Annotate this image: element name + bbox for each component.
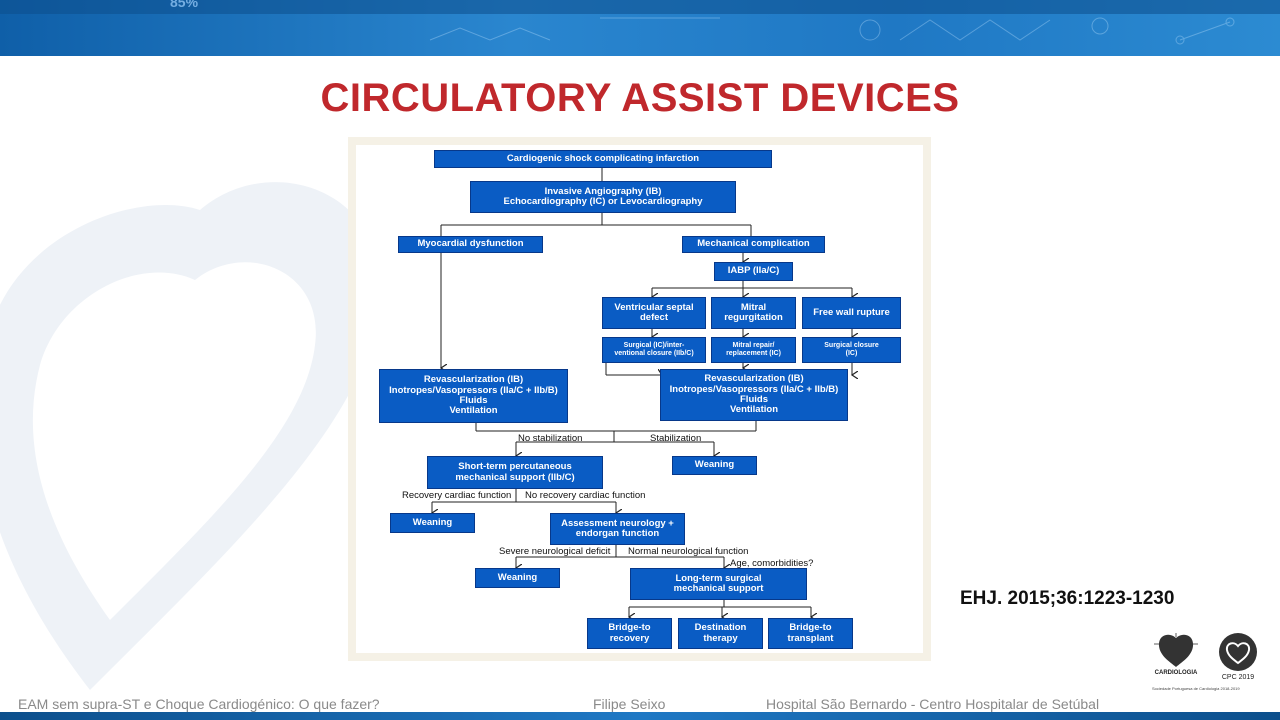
slide-title: CIRCULATORY ASSIST DEVICES <box>320 76 960 120</box>
box-iabp: IABP (IIa/C) <box>714 262 793 281</box>
box-revascularization-left: Revascularization (IB) Inotropes/Vasopre… <box>379 369 568 423</box>
label-normal-neuro: Normal neurological function <box>628 546 749 557</box>
box-mitral-regurgitation: Mitral regurgitation <box>711 297 796 329</box>
box-weaning-stabilization: Weaning <box>672 456 757 475</box>
molecule-decoration <box>429 17 1235 45</box>
header-bar: 85% <box>0 0 1280 56</box>
box-short-term-support: Short-term percutaneous mechanical suppo… <box>427 456 603 489</box>
box-weaning-recovery: Weaning <box>390 513 475 533</box>
connector-lines <box>356 168 923 653</box>
box-ventricular-septal-defect: Ventricular septal defect <box>602 297 706 329</box>
box-myocardial-dysfunction: Myocardial dysfunction <box>398 236 543 253</box>
box-cardiogenic-shock: Cardiogenic shock complicating infarctio… <box>434 150 772 168</box>
flowchart-figure: Cardiogenic shock complicating infarctio… <box>348 137 931 661</box>
footer-left-text: EAM sem supra-ST e Choque Cardiogénico: … <box>18 696 380 712</box>
box-revascularization-right: Revascularization (IB) Inotropes/Vasopre… <box>660 369 848 421</box>
reference-citation: EHJ. 2015;36:1223-1230 <box>960 588 1175 609</box>
box-weaning-neuro: Weaning <box>475 568 560 588</box>
label-no-stabilization: No stabilization <box>518 433 583 444</box>
logo-caption: Sociedade Portuguesa de Cardiologia 2018… <box>1152 686 1240 691</box>
box-assessment: Assessment neurology + endorgan function <box>550 513 685 545</box>
footer-hospital: Hospital São Bernardo - Centro Hospitala… <box>766 696 1100 712</box>
footer-bar <box>0 712 1280 720</box>
cpc-logo: CPC 2019 <box>1212 632 1264 681</box>
cpc-logo-label: CPC 2019 <box>1221 674 1255 681</box>
box-free-wall-closure: Surgical closure (IC) <box>802 337 901 363</box>
box-angiography: Invasive Angiography (IB) Echocardiograp… <box>470 181 736 213</box>
header-fragment: 85% <box>170 0 199 10</box>
box-vsd-closure: Surgical (IC)/inter- ventional closure (… <box>602 337 706 363</box>
box-long-term-support: Long-term surgical mechanical support <box>630 568 807 600</box>
label-stabilization: Stabilization <box>650 433 702 444</box>
box-mitral-repair: Mitral repair/ replacement (IC) <box>711 337 796 363</box>
label-severe-neuro: Severe neurological deficit <box>499 546 611 557</box>
box-destination-therapy: Destination therapy <box>678 618 763 649</box>
footer-author: Filipe Seixo <box>593 696 666 712</box>
spc-logo-name: CARDIOLOGIA <box>1154 670 1198 676</box>
box-free-wall-rupture: Free wall rupture <box>802 297 901 329</box>
spc-heart-icon <box>1154 633 1198 667</box>
label-recovery-cardiac: Recovery cardiac function <box>402 490 512 501</box>
heart-background-icon <box>0 182 381 690</box>
header-stripe <box>0 0 1280 14</box>
label-no-recovery-cardiac: No recovery cardiac function <box>525 490 646 501</box>
flowchart-canvas: Cardiogenic shock complicating infarctio… <box>356 145 923 653</box>
cpc-heart-icon <box>1219 633 1257 671</box>
label-age-comorbidities: Age, comorbidities? <box>730 558 814 569</box>
spc-logo: CARDIOLOGIA <box>1150 632 1202 676</box>
box-bridge-to-recovery: Bridge-to recovery <box>587 618 672 649</box>
box-bridge-to-transplant: Bridge-to transplant <box>768 618 853 649</box>
box-mechanical-complication: Mechanical complication <box>682 236 825 253</box>
